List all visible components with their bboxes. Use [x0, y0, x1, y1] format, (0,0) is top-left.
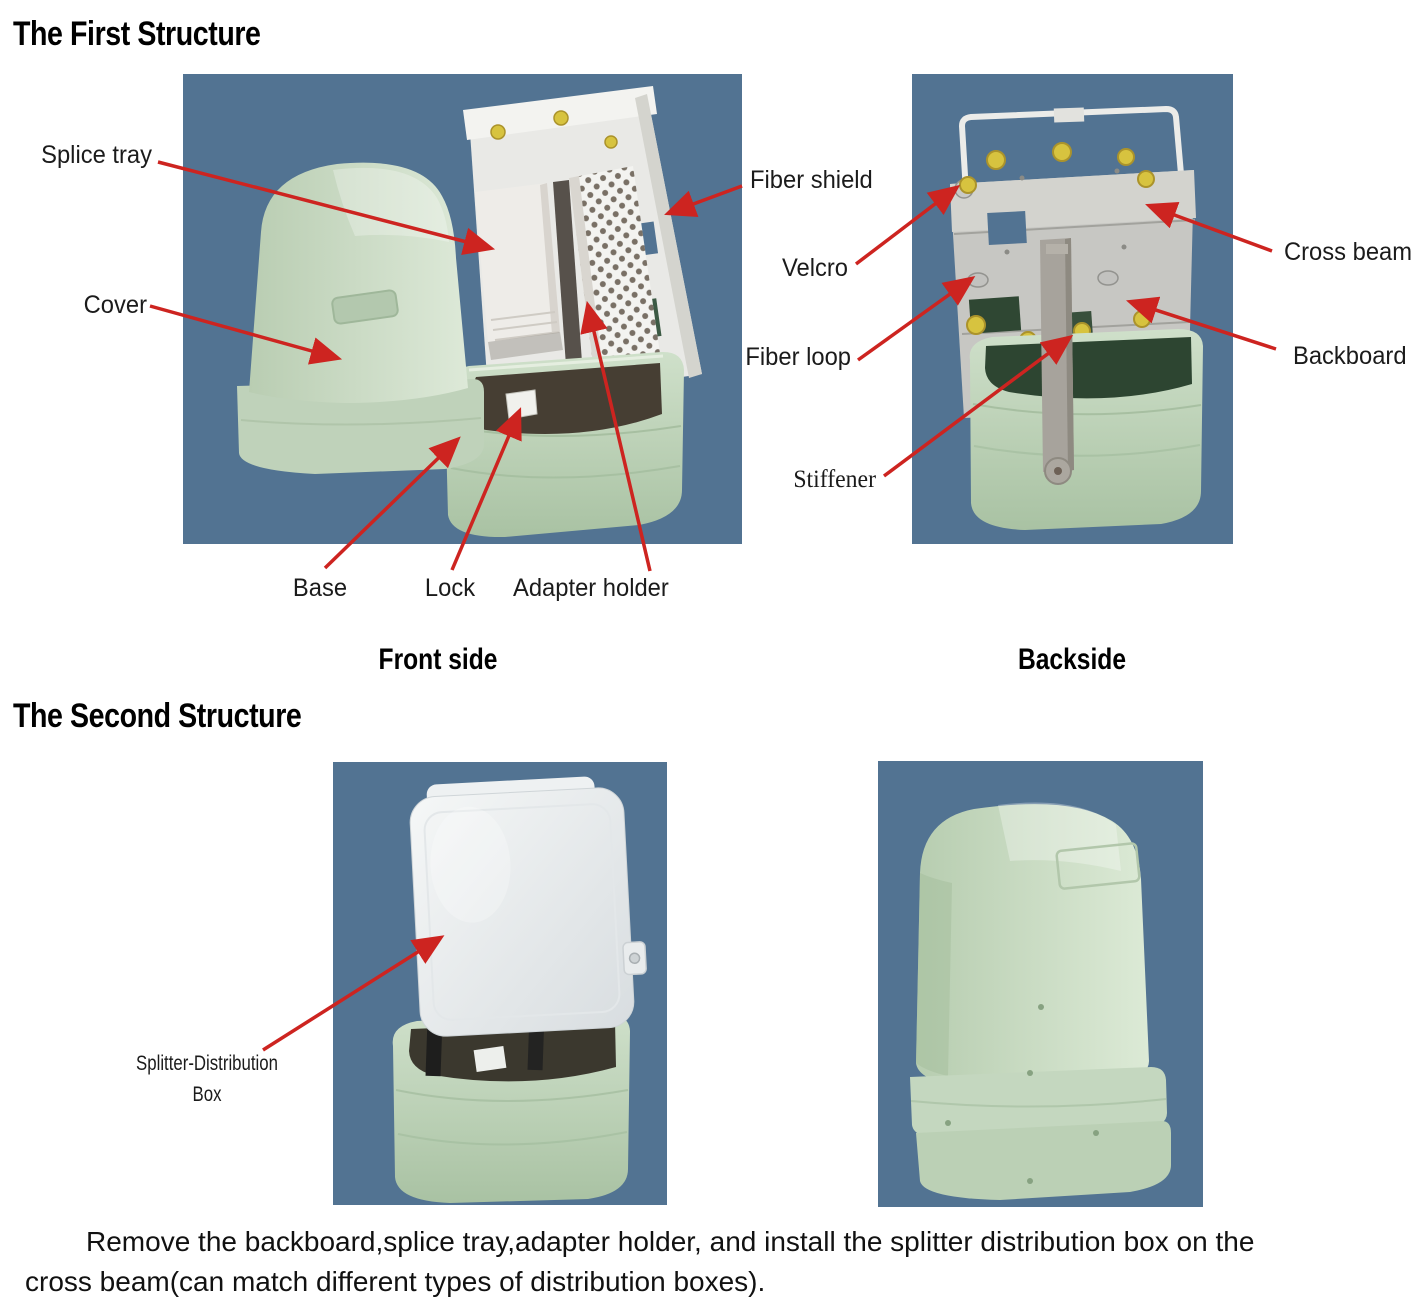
label-splitter-distribution-box: Splitter-Distribution Box [127, 1048, 287, 1110]
frame-slot-shape [553, 180, 585, 408]
splice-tray-shape [475, 183, 563, 360]
note-line-1: Remove the backboard,splice tray,adapter… [86, 1226, 1255, 1257]
front-side-photo [183, 74, 742, 544]
label-backboard: Backboard [1293, 342, 1407, 370]
splitter-box-photo [333, 762, 667, 1205]
label-splice-tray: Splice tray [41, 141, 152, 169]
stiffener-shape [1040, 238, 1074, 485]
lock-shape [505, 389, 538, 420]
cover-shape [237, 162, 484, 474]
label-stiffener: Stiffener [793, 466, 876, 493]
label-velcro: Velcro [781, 254, 848, 282]
label-fiber-shield: Fiber shield [750, 166, 873, 194]
label-splitter-line1: Splitter-Distribution [136, 1052, 278, 1075]
assembled-cabinet-photo [878, 761, 1203, 1207]
caption-backside: Backside [1017, 643, 1127, 676]
label-cover: Cover [83, 291, 147, 319]
note-line-2: cross beam(can match different types of … [25, 1266, 766, 1297]
label-splitter-line2: Box [192, 1083, 222, 1106]
cabinet-skirt-shape [910, 1004, 1171, 1200]
splitter-distribution-box-shape [409, 776, 647, 1037]
label-cross-beam: Cross beam [1284, 238, 1413, 266]
caption-front-side: Front side [378, 643, 498, 676]
base-shape [392, 1013, 630, 1203]
label-base: Base [292, 574, 348, 602]
backside-photo [912, 74, 1233, 544]
label-lock: Lock [424, 574, 476, 602]
section-first-heading: The First Structure [13, 15, 261, 53]
label-adapter-holder: Adapter holder [513, 574, 669, 602]
section-second-heading: The Second Structure [13, 697, 302, 735]
base-shape [969, 329, 1203, 530]
cabinet-cover-shape [916, 802, 1149, 1090]
cross-beam-frame-shape [958, 105, 1184, 193]
label-fiber-loop: Fiber loop [745, 343, 851, 371]
